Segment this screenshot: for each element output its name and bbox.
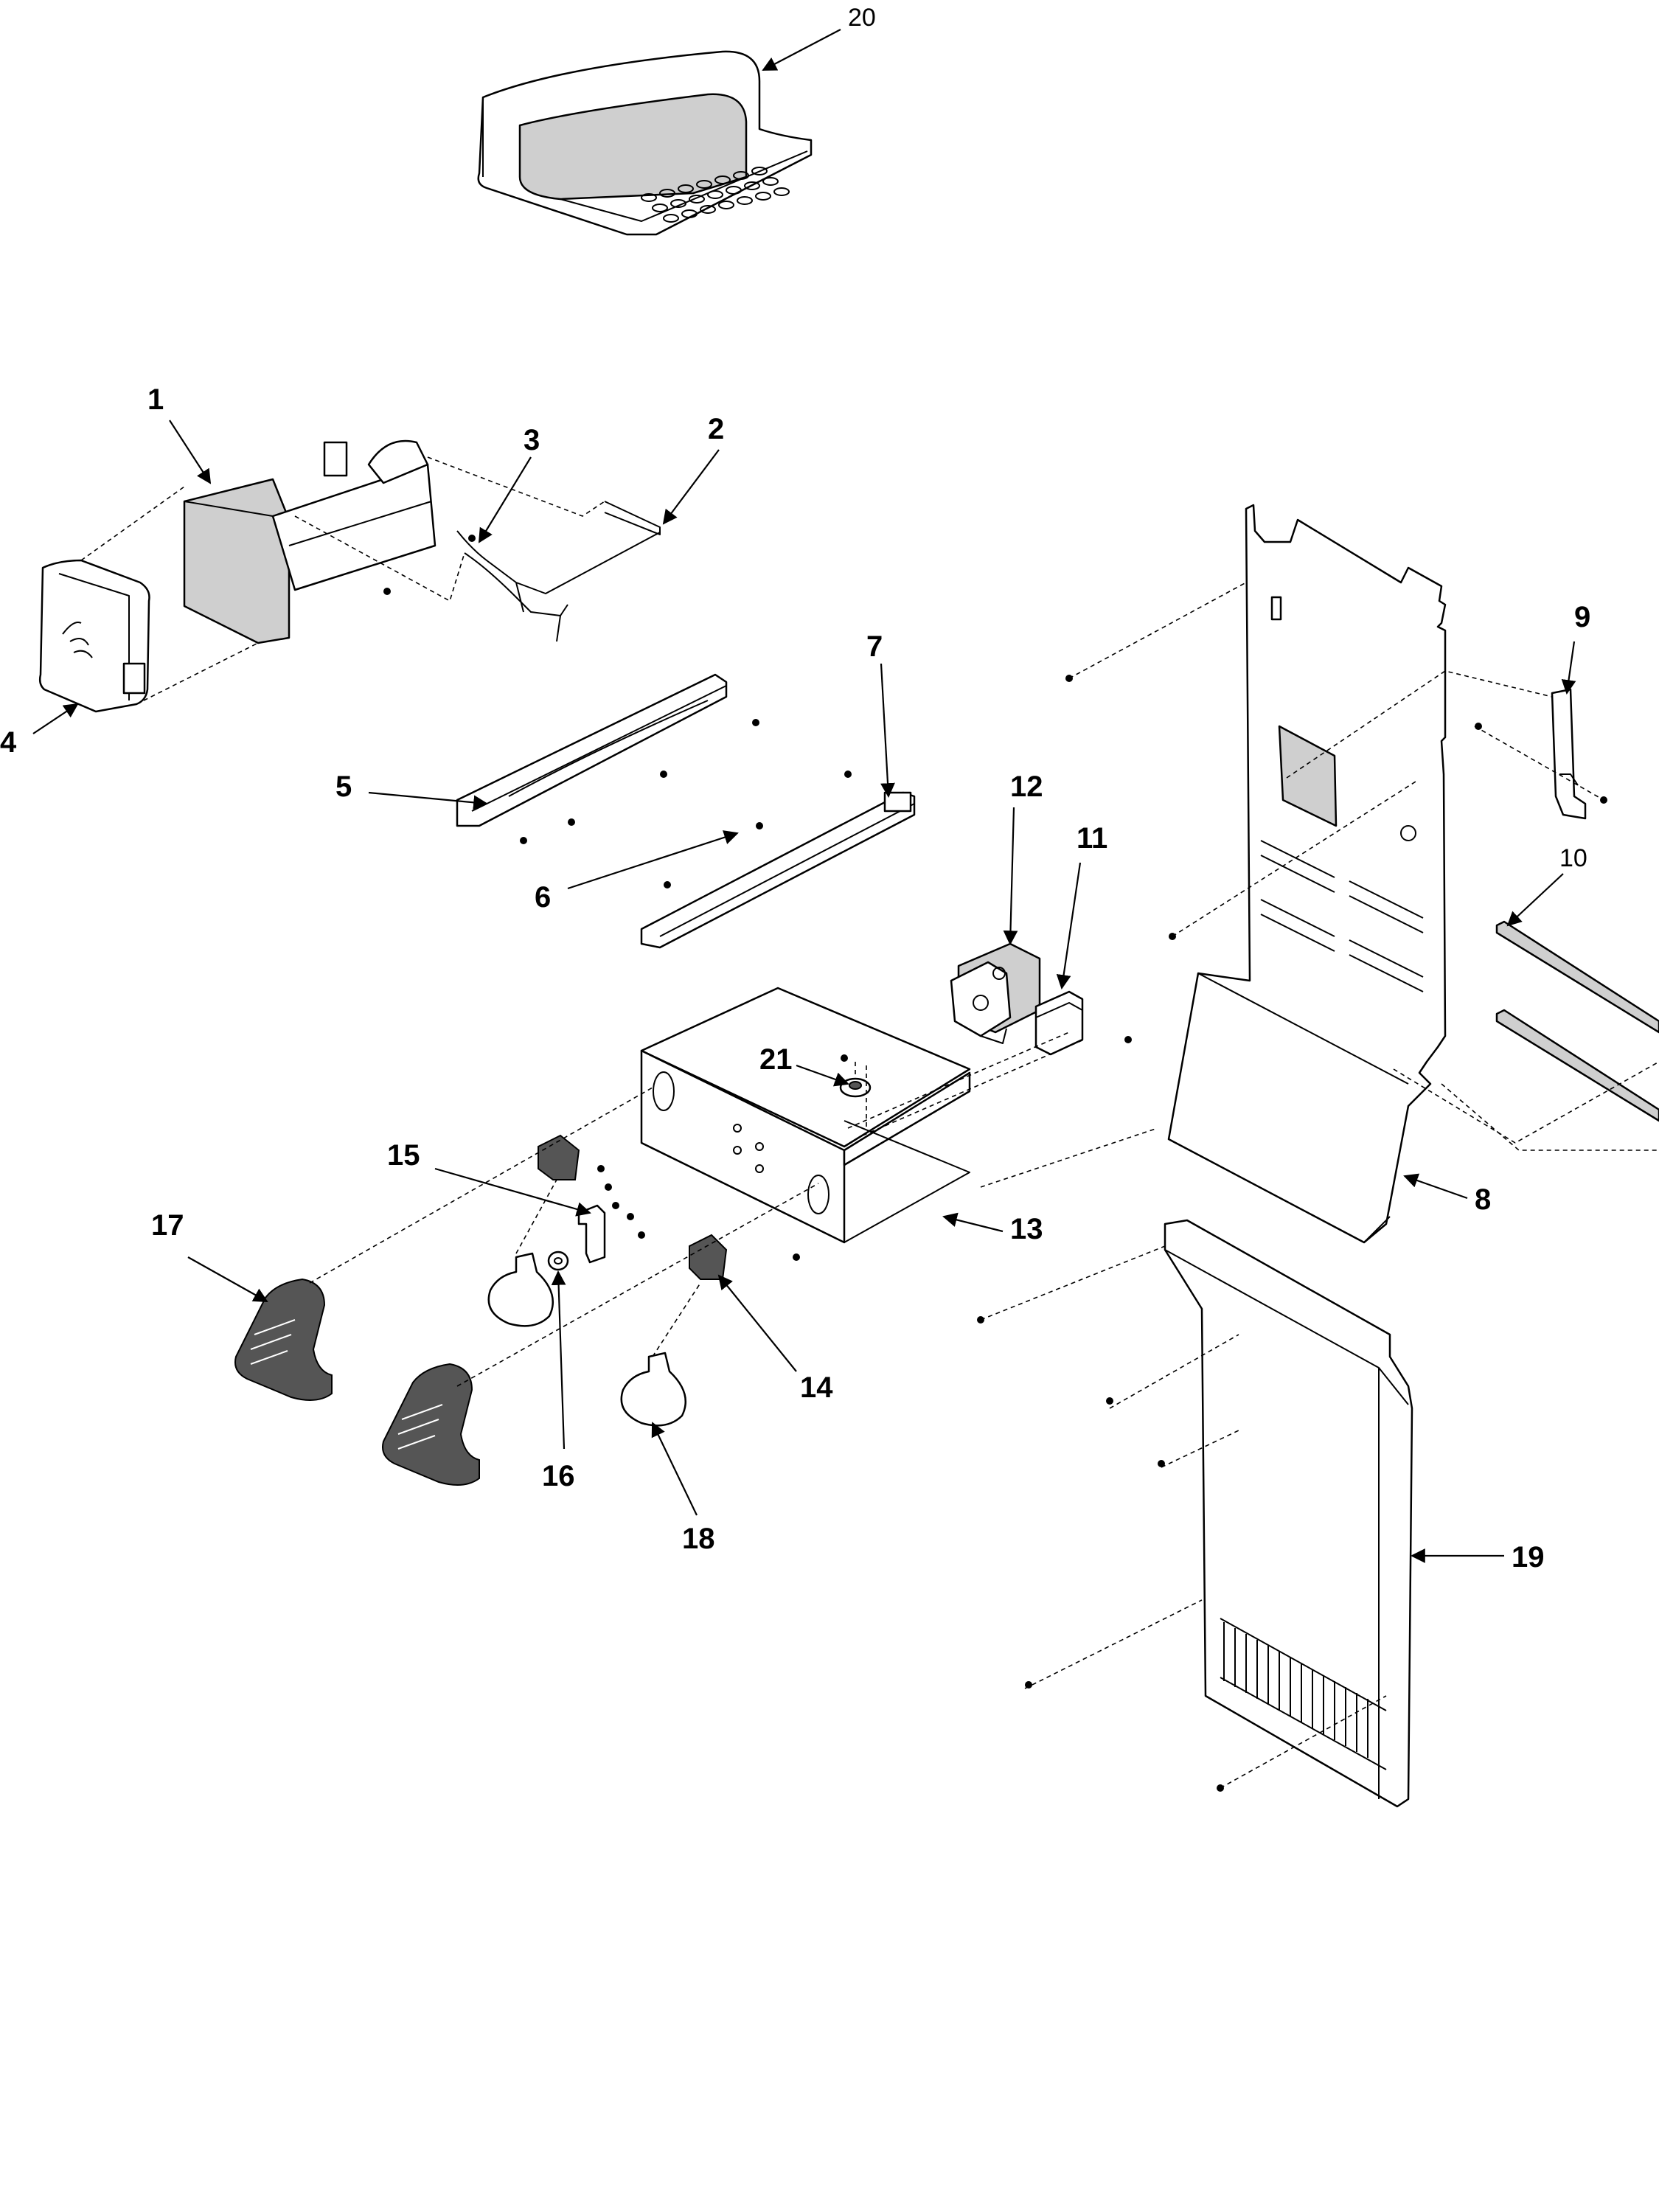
callout-13: 13: [1010, 1213, 1043, 1245]
part-5-rail: [456, 673, 728, 827]
callout-18: 18: [682, 1523, 715, 1555]
part-13-bracket-box: [640, 987, 971, 1244]
part-17-lamp-cover: [234, 1278, 480, 1486]
part-1-icemaker: [183, 439, 437, 644]
callout-19: 19: [1512, 1541, 1545, 1573]
callout-7: 7: [866, 630, 883, 663]
part-2-shutoff-arm: [456, 501, 661, 642]
callout-6: 6: [535, 881, 551, 914]
part-12-auger-motor: [950, 942, 1041, 1044]
callout-3: 3: [524, 424, 540, 456]
callout-5: 5: [335, 771, 352, 803]
callout-1: 1: [147, 383, 164, 416]
part-10-strips: [1495, 920, 1659, 1122]
part-16-grommet: [547, 1251, 569, 1271]
part-15-bracket: [577, 1204, 606, 1264]
callout-15: 15: [387, 1139, 420, 1172]
callout-labels: 20 1 2 3 4 5 6 7 8 9 10 11 12 13 14 15 1…: [0, 4, 1590, 1573]
callout-12: 12: [1010, 771, 1043, 803]
callout-9: 9: [1574, 601, 1590, 633]
part-11-switch: [1034, 990, 1084, 1056]
part-21-thermostat: [839, 1077, 872, 1098]
callout-14: 14: [800, 1371, 833, 1404]
callout-2: 2: [708, 413, 724, 445]
callout-8: 8: [1475, 1183, 1491, 1216]
callout-21: 21: [759, 1043, 793, 1076]
screws: [383, 535, 1607, 1792]
callout-17: 17: [151, 1209, 184, 1242]
part-18-bulb: [487, 1252, 687, 1427]
vent-slots: [1223, 1622, 1368, 1758]
part-14-socket: [538, 1134, 728, 1280]
callout-11: 11: [1077, 822, 1107, 855]
part-20-dispenser-housing: [477, 50, 813, 236]
leader-lines: [32, 29, 1576, 1563]
callout-16: 16: [542, 1460, 575, 1492]
callout-4: 4: [0, 726, 17, 759]
drip-tray-grid: [641, 167, 790, 223]
part-7-rail: [640, 791, 916, 949]
callout-20: 20: [848, 4, 876, 32]
part-19-lower-panel: [1164, 1219, 1413, 1808]
part-4-front-cover: [38, 559, 150, 713]
part-9-clip: [1551, 688, 1587, 820]
guide-lines: [80, 456, 1659, 1789]
part-8-rear-panel: [1167, 504, 1447, 1244]
callout-10: 10: [1559, 844, 1587, 872]
